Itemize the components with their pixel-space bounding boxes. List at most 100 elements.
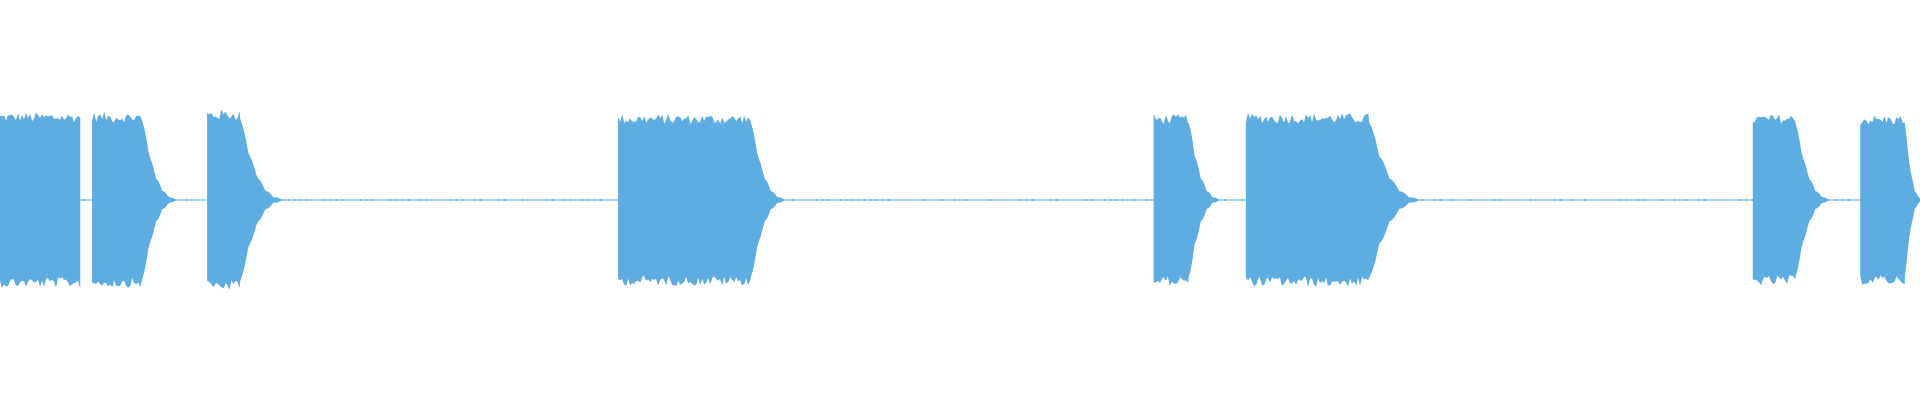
- waveform-noise-tick: [552, 199, 553, 201]
- waveform-noise-tick: [1344, 199, 1345, 201]
- waveform-noise-tick: [1200, 199, 1201, 201]
- waveform-noise-tick: [1818, 199, 1819, 201]
- waveform-noise-tick: [1434, 199, 1435, 201]
- waveform-noise-tick: [372, 199, 373, 201]
- waveform-noise-tick: [408, 199, 409, 201]
- waveform-noise-tick: [756, 199, 757, 201]
- waveform-noise-tick: [990, 199, 991, 201]
- waveform-noise-tick: [1788, 199, 1789, 201]
- waveform-noise-tick: [336, 199, 337, 201]
- waveform-noise-tick: [1836, 199, 1837, 201]
- waveform-noise-tick: [216, 199, 217, 201]
- waveform-noise-tick: [168, 199, 169, 201]
- waveform-noise-tick: [870, 199, 871, 201]
- waveform-burst-2: [91, 112, 181, 288]
- waveform-noise-tick: [570, 199, 571, 201]
- waveform-noise-tick: [234, 199, 235, 201]
- waveform-noise-tick: [1560, 199, 1561, 201]
- waveform-noise-tick: [366, 199, 367, 201]
- waveform-noise-tick: [210, 199, 211, 201]
- waveform-burst-7: [1752, 114, 1834, 286]
- waveform-noise-tick: [1146, 199, 1147, 201]
- waveform-noise-tick: [0, 199, 1, 201]
- waveform-noise-tick: [1698, 199, 1699, 201]
- waveform-noise-tick: [1326, 199, 1327, 201]
- waveform-noise-tick: [24, 199, 25, 201]
- waveform-noise-tick: [660, 199, 661, 201]
- waveform-noise-tick: [324, 199, 325, 201]
- waveform-noise-tick: [888, 199, 889, 201]
- waveform-noise-tick: [1170, 199, 1171, 201]
- waveform-noise-tick: [1104, 199, 1105, 201]
- waveform-noise-tick: [474, 199, 475, 201]
- waveform-noise-tick: [666, 199, 667, 201]
- waveform-noise-tick: [1572, 199, 1573, 201]
- waveform-noise-tick: [276, 199, 277, 201]
- waveform-noise-tick: [882, 199, 883, 201]
- waveform-burst-6: [1245, 112, 1426, 287]
- waveform-noise-tick: [1086, 199, 1087, 201]
- waveform-noise-tick: [1026, 199, 1027, 201]
- waveform-burst-3: [207, 109, 289, 290]
- waveform-noise-tick: [1494, 199, 1495, 201]
- waveform-noise-tick: [876, 199, 877, 201]
- waveform-noise-tick: [1470, 199, 1471, 201]
- waveform-noise-tick: [504, 199, 505, 201]
- waveform-noise-tick: [102, 199, 103, 201]
- waveform-noise-tick: [942, 199, 943, 201]
- waveform-noise-tick: [462, 199, 463, 201]
- waveform-noise-tick: [840, 199, 841, 201]
- waveform-noise-tick: [1848, 199, 1849, 201]
- waveform-noise-tick: [480, 199, 481, 201]
- waveform-noise-tick: [342, 199, 343, 201]
- waveform-noise-tick: [1782, 199, 1783, 201]
- waveform-burst-1: [0, 112, 81, 289]
- waveform-noise-tick: [72, 199, 73, 201]
- waveform-noise-tick: [672, 199, 673, 201]
- waveform-noise-tick: [1620, 199, 1621, 201]
- waveform-noise-tick: [648, 199, 649, 201]
- waveform-noise-tick: [954, 199, 955, 201]
- waveform-noise-tick: [792, 199, 793, 201]
- waveform-noise-tick: [252, 199, 253, 201]
- waveform-noise-tick: [1332, 199, 1333, 201]
- waveform-noise-tick: [864, 199, 865, 201]
- waveform-noise-tick: [828, 199, 829, 201]
- waveform-noise-tick: [1134, 199, 1135, 201]
- waveform-noise-tick: [1914, 199, 1915, 201]
- waveform-noise-tick: [306, 199, 307, 201]
- waveform-noise-tick: [1122, 199, 1123, 201]
- waveform-noise-tick: [1662, 199, 1663, 201]
- waveform-noise-tick: [1110, 199, 1111, 201]
- waveform-noise-tick: [6, 199, 7, 201]
- waveform-noise-tick: [1020, 199, 1021, 201]
- waveform-noise-tick: [774, 199, 775, 201]
- waveform-noise-tick: [1860, 199, 1861, 201]
- waveform-noise-tick: [1092, 199, 1093, 201]
- waveform-noise-tick: [420, 199, 421, 201]
- waveform-noise-tick: [396, 199, 397, 201]
- waveform-noise-tick: [1338, 199, 1339, 201]
- waveform-noise-tick: [1206, 199, 1207, 201]
- waveform-noise-tick: [426, 199, 427, 201]
- waveform-noise-tick: [150, 199, 151, 201]
- waveform-bursts: [0, 109, 1920, 290]
- waveform-noise-tick: [546, 199, 547, 201]
- waveform-noise-tick: [1254, 199, 1255, 201]
- waveform-noise-tick: [1116, 199, 1117, 201]
- waveform-noise-tick: [1638, 199, 1639, 201]
- waveform-noise-tick: [1050, 199, 1051, 201]
- waveform-noise-tick: [1842, 199, 1843, 201]
- waveform-noise-tick: [402, 199, 403, 201]
- waveform-noise-tick: [1314, 199, 1315, 201]
- waveform-noise-tick: [294, 199, 295, 201]
- waveform-noise-tick: [768, 199, 769, 201]
- waveform-noise-tick: [816, 199, 817, 201]
- waveform-noise-tick: [1272, 199, 1273, 201]
- waveform-noise-tick: [1422, 199, 1423, 201]
- waveform-noise-tick: [858, 199, 859, 201]
- waveform-noise-tick: [1056, 199, 1057, 201]
- waveform-noise-tick: [456, 199, 457, 201]
- waveform-noise-tick: [564, 199, 565, 201]
